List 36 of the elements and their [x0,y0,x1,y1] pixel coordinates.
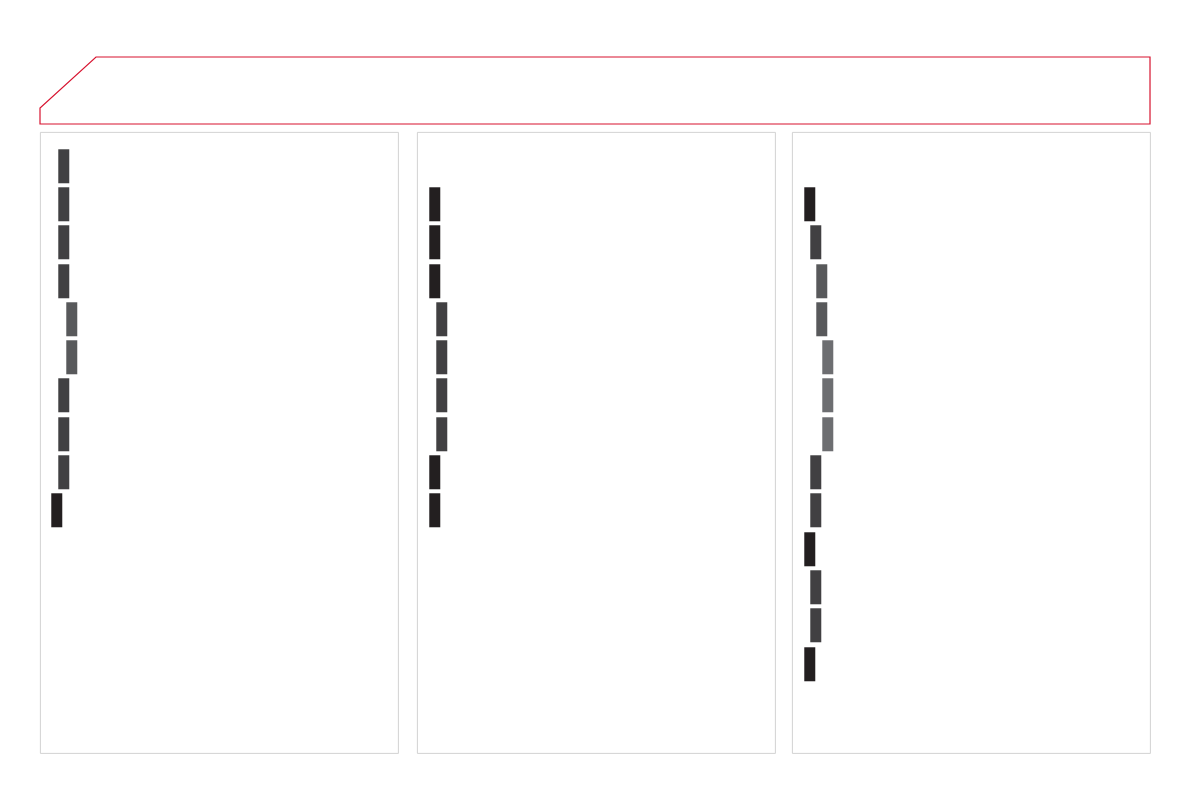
tab-marker [58,264,70,299]
tab-marker [810,455,822,490]
tab-marker [804,187,816,222]
tab-marker [436,378,448,413]
tab-marker [58,417,70,452]
tab-marker [810,570,822,605]
tab-marker [429,264,441,299]
tab-marker [51,493,63,528]
tab-marker [804,532,816,567]
tab-marker [436,340,448,375]
tab-marker [810,225,822,260]
tab-marker [429,493,441,528]
tab-marker [436,302,448,337]
tab-marker [66,340,78,375]
tab-marker [58,455,70,490]
tab-marker [429,225,441,260]
panel-frame [792,132,1151,754]
tab-marker [822,378,834,413]
tab-marker [58,187,70,222]
tab-marker [66,302,78,337]
header-band [39,56,1151,125]
tab-marker [804,647,816,682]
tab-marker [58,225,70,260]
panel-frame [417,132,776,754]
tab-marker [822,417,834,452]
tab-marker [436,417,448,452]
tab-marker [810,608,822,643]
panel-frame [40,132,399,754]
tab-marker [810,493,822,528]
tab-marker [58,378,70,413]
tab-marker [429,455,441,490]
tab-marker [816,264,828,299]
tab-marker [58,149,70,184]
tab-marker [816,302,828,337]
tab-marker [822,340,834,375]
tab-marker [429,187,441,222]
